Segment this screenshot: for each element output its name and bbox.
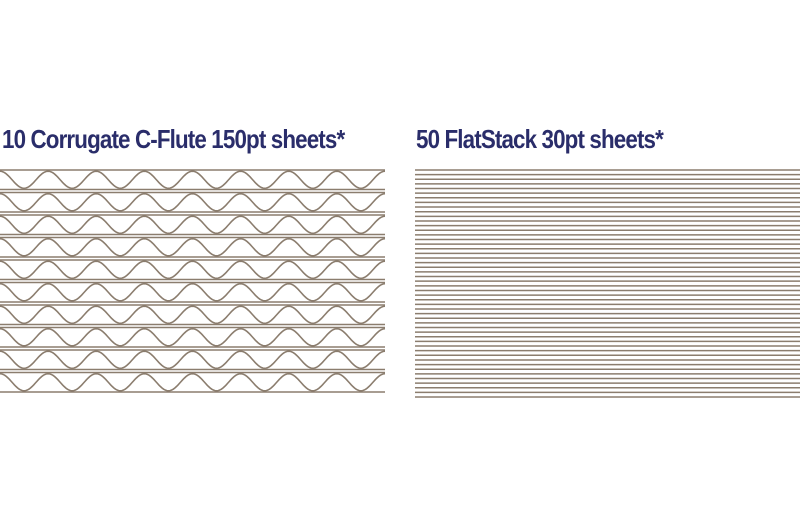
corrugate-sheet	[0, 191, 385, 213]
sheet-flute	[0, 282, 385, 302]
corrugate-sheet	[0, 349, 385, 371]
sheet-flute	[0, 237, 385, 257]
sheet-flute	[0, 170, 385, 190]
sheet-flute	[0, 327, 385, 347]
corrugate-sheet	[0, 281, 385, 303]
flatstack-sheet-stack	[415, 169, 800, 398]
corrugate-sheet	[0, 169, 385, 191]
corrugate-sheet	[0, 214, 385, 236]
sheet-flute	[0, 305, 385, 325]
sheet-flute	[0, 260, 385, 280]
corrugate-sheet	[0, 304, 385, 326]
corrugate-sheet	[0, 326, 385, 348]
corrugate-sheet	[0, 371, 385, 393]
sheet-flute	[0, 192, 385, 212]
sheet-flute	[0, 215, 385, 235]
sheet-flute	[0, 372, 385, 392]
sheet-flute	[0, 350, 385, 370]
corrugate-sheet	[0, 259, 385, 281]
corrugate-sheet	[0, 236, 385, 258]
flatstack-panel-title: 50 FlatStack 30pt sheets*	[416, 124, 664, 154]
corrugate-panel-title: 10 Corrugate C-Flute 150pt sheets*	[2, 124, 345, 154]
corrugate-sheet-stack	[0, 169, 385, 393]
